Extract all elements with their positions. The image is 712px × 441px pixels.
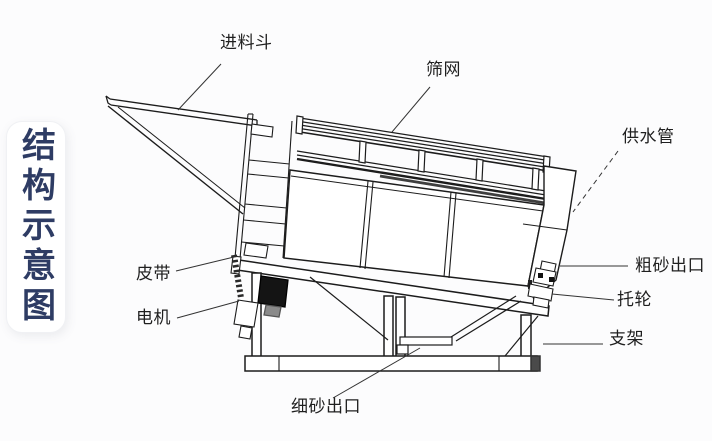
label-belt: 皮带 [136,264,171,283]
fine-sand-chute-shape [396,336,453,355]
label-feed-hopper: 进料斗 [220,33,273,52]
drum-body-shape [283,169,545,287]
label-water-supply-pipe: 供水管 [622,127,675,146]
feed-hopper-shape [105,95,258,215]
belt-shape [231,242,269,299]
label-support-stand: 支架 [609,329,644,348]
label-screen-mesh: 筛网 [426,60,461,79]
leader-lines [175,63,628,399]
support-frame-shape [230,255,550,372]
label-fine-sand-outlet: 细砂出口 [291,397,361,416]
inlet-chute-shape [234,113,293,260]
support-roller-shape [527,260,557,309]
label-support-roller: 托轮 [617,290,652,309]
title-card: 结构示意图 [6,121,66,333]
label-motor: 电机 [136,308,171,327]
motor-shape [233,275,289,340]
screen-mesh-shape [295,115,551,205]
label-coarse-sand-outlet: 粗砂出口 [635,256,705,275]
page-title: 结构示意图 [16,127,55,327]
